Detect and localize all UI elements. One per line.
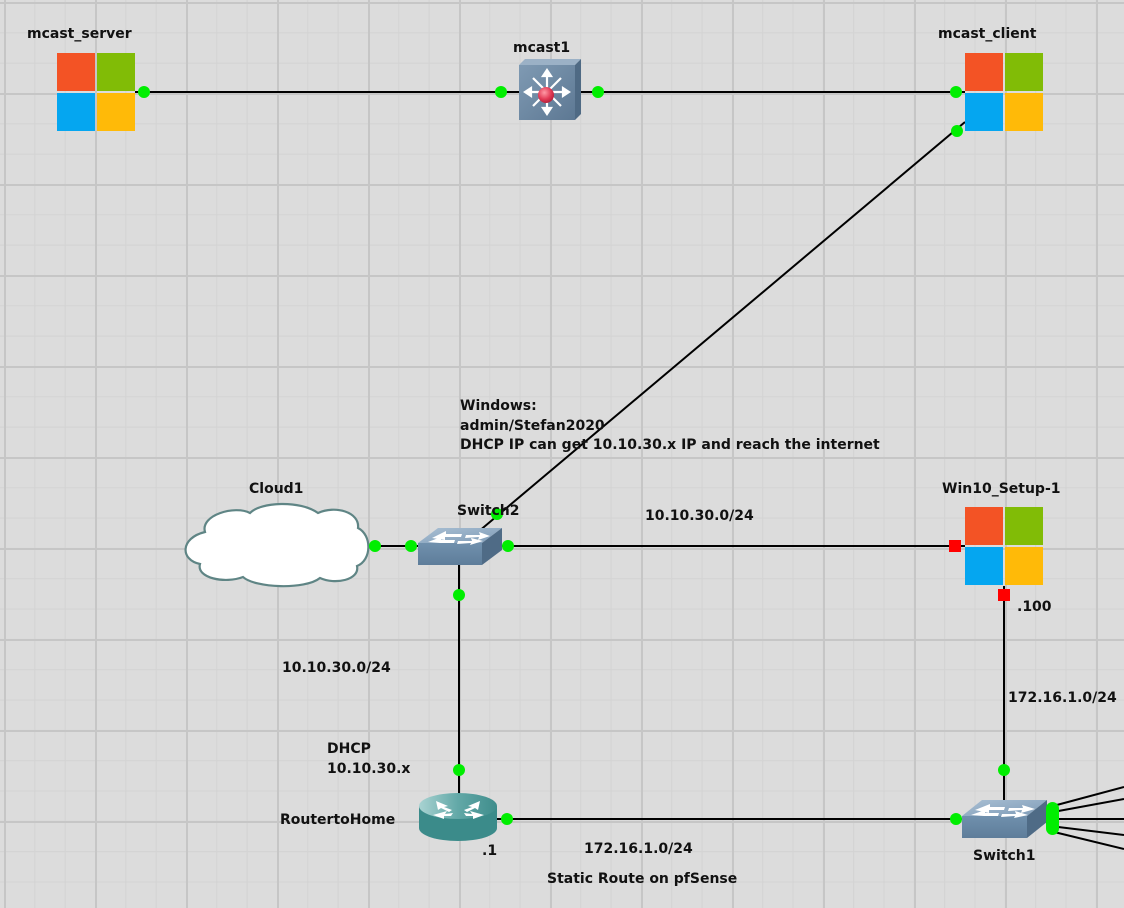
multilayer-switch-icon bbox=[519, 59, 581, 120]
port-status-up-icon[interactable] bbox=[592, 86, 604, 98]
node-label-switch1[interactable]: Switch1 bbox=[973, 848, 1036, 864]
node-win10-setup-1[interactable] bbox=[965, 507, 1043, 585]
port-status-up-icon[interactable] bbox=[138, 86, 150, 98]
switch-icon bbox=[418, 528, 502, 565]
port-status-down-icon[interactable] bbox=[949, 540, 961, 552]
node-mcast-client[interactable] bbox=[965, 53, 1043, 131]
node-switch1[interactable] bbox=[962, 800, 1047, 838]
port-status-up-icon[interactable] bbox=[369, 540, 381, 552]
static-route-note[interactable]: Static Route on pfSense bbox=[547, 871, 738, 887]
cloud-icon bbox=[184, 502, 370, 588]
links-layer bbox=[135, 91, 1124, 850]
port-status-up-icon[interactable] bbox=[405, 540, 417, 552]
node-label-switch2[interactable]: Switch2 bbox=[457, 503, 520, 519]
subnet-label-switch2-win10[interactable]: 10.10.30.0/24 bbox=[645, 508, 754, 524]
windows-credentials-note[interactable]: Windows: admin/Stefan2020 DHCP IP can ge… bbox=[460, 397, 880, 456]
subnet-label-win10-switch1[interactable]: 172.16.1.0/24 bbox=[1008, 690, 1117, 706]
node-label-mcast1[interactable]: mcast1 bbox=[513, 40, 571, 56]
switch-icon bbox=[962, 800, 1047, 838]
node-label-routertohome[interactable]: RoutertoHome bbox=[280, 812, 396, 828]
windows-logo-icon bbox=[57, 53, 135, 131]
link-switch1-offscreen[interactable] bbox=[1049, 825, 1124, 836]
port-status-up-icon[interactable] bbox=[502, 540, 514, 552]
windows-logo-icon bbox=[965, 507, 1043, 585]
subnet-label-router-switch1[interactable]: 172.16.1.0/24 bbox=[584, 841, 693, 857]
win10-ip-label[interactable]: .100 bbox=[1017, 599, 1052, 615]
router-icon bbox=[419, 793, 497, 841]
node-label-mcast-client[interactable]: mcast_client bbox=[938, 26, 1037, 42]
node-label-cloud1[interactable]: Cloud1 bbox=[249, 481, 304, 497]
port-status-up-icon[interactable] bbox=[950, 813, 962, 825]
link-switch1-offscreen[interactable] bbox=[1049, 830, 1124, 850]
port-status-up-icon[interactable] bbox=[491, 508, 503, 520]
note-line: DHCP bbox=[327, 741, 371, 757]
node-switch2[interactable] bbox=[418, 528, 502, 565]
node-cloud1[interactable] bbox=[184, 502, 370, 588]
node-label-win10-setup-1[interactable]: Win10_Setup-1 bbox=[942, 481, 1061, 497]
port-status-down-icon[interactable] bbox=[998, 589, 1010, 601]
port-status-up-icon[interactable] bbox=[501, 813, 513, 825]
port-status-up-icon[interactable] bbox=[998, 764, 1010, 776]
note-line: DHCP IP can get 10.10.30.x IP and reach … bbox=[460, 437, 880, 453]
port-status-up-icon[interactable] bbox=[950, 86, 962, 98]
note-line: admin/Stefan2020 bbox=[460, 417, 605, 434]
link-switch1-offscreen[interactable] bbox=[1052, 786, 1124, 807]
link-switch2-mcast-client[interactable] bbox=[477, 121, 966, 533]
note-line: 10.10.30.x bbox=[327, 760, 411, 777]
port-status-up-icon[interactable] bbox=[495, 86, 507, 98]
port-status-up-icon[interactable] bbox=[951, 125, 963, 137]
node-routertohome[interactable] bbox=[419, 793, 497, 841]
port-status-up-icon[interactable] bbox=[1046, 802, 1059, 835]
port-status-up-icon[interactable] bbox=[453, 764, 465, 776]
port-status-up-icon[interactable] bbox=[453, 589, 465, 601]
note-line: Windows: bbox=[460, 398, 537, 414]
dhcp-note[interactable]: DHCP 10.10.30.x bbox=[327, 740, 410, 779]
router-ip-label[interactable]: .1 bbox=[482, 843, 498, 859]
link-switch1-offscreen[interactable] bbox=[1052, 798, 1124, 813]
subnet-label-switch2-router[interactable]: 10.10.30.0/24 bbox=[282, 660, 391, 676]
node-mcast-server[interactable] bbox=[57, 53, 135, 131]
node-label-mcast-server[interactable]: mcast_server bbox=[27, 26, 132, 42]
windows-logo-icon bbox=[965, 53, 1043, 131]
ports-layer bbox=[138, 86, 1059, 835]
node-mcast1[interactable] bbox=[519, 59, 581, 120]
